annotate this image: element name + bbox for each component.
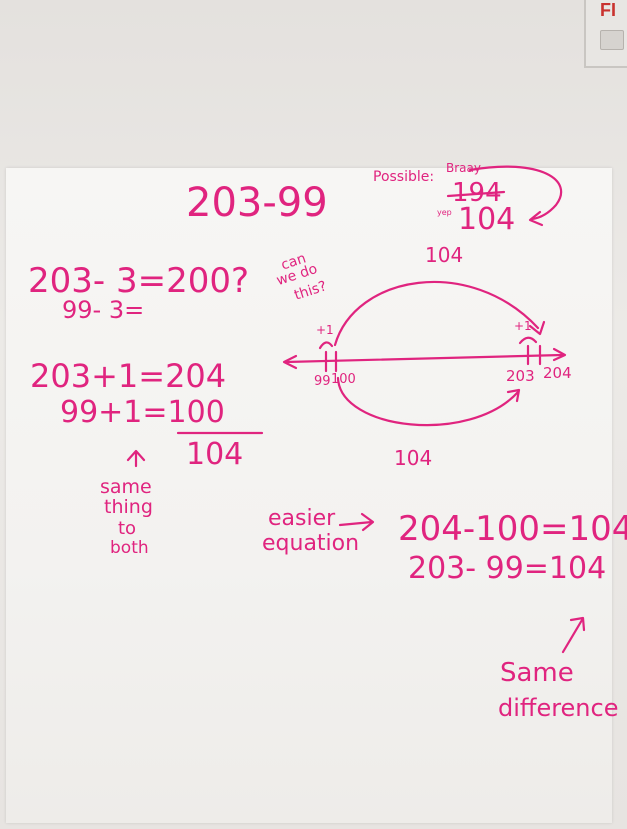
equation1: 204-100=104 — [398, 509, 627, 549]
fire-alarm-sign: FI — [584, 0, 627, 68]
number-line-left-arrow — [282, 354, 298, 370]
up-arrow-head — [126, 449, 146, 462]
same-thing-line1: same — [100, 476, 152, 498]
strike-line — [446, 190, 506, 198]
tick-label-203: 203 — [506, 367, 535, 385]
equation2: 203- 99=104 — [408, 551, 607, 586]
corrected-answer: 104 — [458, 202, 516, 237]
struck-answer: 194 — [452, 178, 502, 208]
number-line — [284, 353, 564, 364]
jump-arc-bottom — [336, 376, 520, 427]
easier-line1: easier — [268, 506, 336, 531]
easier-arrow-shaft — [338, 520, 374, 527]
jump-top-label: 104 — [425, 243, 464, 267]
add-line2: 99+1=100 — [60, 395, 225, 430]
small-note: yep — [437, 208, 452, 217]
hop-right — [518, 336, 538, 345]
alarm-box — [600, 30, 624, 50]
correction-arrow-head — [528, 210, 544, 227]
possible-name: Braay — [446, 161, 481, 175]
possible-label: Possible: — [373, 169, 435, 185]
problem-title: 203-99 — [186, 180, 328, 226]
jump-arc-top-arrow — [528, 320, 546, 336]
same-difference-line2: difference — [498, 694, 619, 722]
sign-text: FI — [600, 0, 616, 20]
same-thing-line4: both — [110, 538, 149, 558]
tick-label-100: 100 — [331, 372, 356, 387]
same-thing-line3: to — [118, 518, 137, 539]
jump-arc-top — [333, 280, 540, 347]
add-result: 104 — [186, 437, 244, 472]
tick-label-204: 204 — [543, 364, 572, 382]
hop-left — [318, 341, 334, 350]
easier-arrow-head — [360, 512, 375, 532]
same-difference-line1: Same — [500, 658, 574, 688]
plus-one-left: +1 — [316, 323, 334, 337]
remove-line2: 99- 3= — [62, 296, 145, 324]
chart-paper — [6, 168, 612, 823]
tick-label-99: 99 — [314, 374, 331, 389]
jump-bottom-label: 104 — [394, 446, 433, 470]
plus-one-right: +1 — [514, 319, 532, 333]
easier-line2: equation — [262, 531, 360, 556]
remove-line1: 203- 3=200? — [28, 261, 250, 301]
add-line1: 203+1=204 — [30, 357, 227, 395]
difference-arrow-head — [569, 616, 586, 632]
correction-arrow — [468, 165, 563, 221]
jump-arc-bottom-arrow — [506, 388, 521, 403]
number-line-right-arrow — [552, 347, 567, 362]
difference-arrow-shaft — [561, 618, 584, 654]
same-thing-line2: thing — [104, 496, 153, 518]
